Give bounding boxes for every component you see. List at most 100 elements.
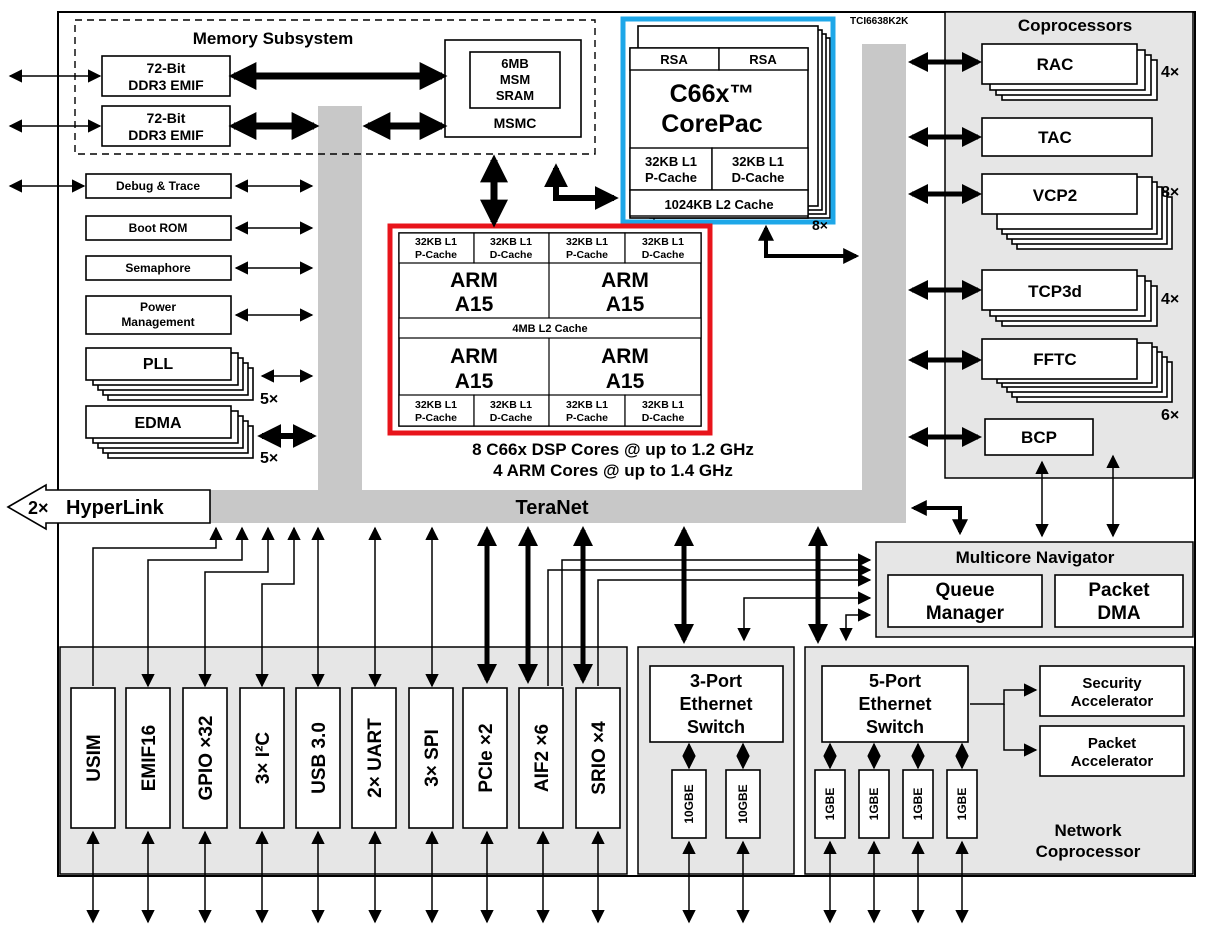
multicore-navigator: Multicore Navigator Queue Manager Packet…: [887, 548, 1184, 628]
eth3-port-2: [725, 769, 761, 839]
cores-line-1: 8 C66x DSP Cores @ up to 1.2 GHz: [472, 440, 754, 459]
io-box-usb: [295, 687, 341, 829]
eth5-switch: [821, 665, 969, 743]
svg-text:FFTC: FFTC: [1033, 350, 1076, 369]
svg-text:A15: A15: [606, 293, 645, 316]
svg-text:72-Bit: 72-Bit: [147, 60, 186, 76]
svg-text:D-Cache: D-Cache: [490, 412, 533, 424]
svg-text:D-Cache: D-Cache: [642, 249, 685, 261]
svg-text:Manager: Manager: [926, 603, 1005, 624]
svg-text:DDR3 EMIF: DDR3 EMIF: [128, 127, 204, 143]
svg-text:VCP2: VCP2: [1033, 186, 1077, 205]
svg-text:Ethernet: Ethernet: [858, 694, 931, 714]
svg-text:RSA: RSA: [660, 52, 688, 67]
left-peripherals: Debug & Trace Boot ROM Semaphore Power M…: [85, 173, 232, 335]
queue-manager: [887, 574, 1043, 628]
io-label-usb: USB 3.0: [309, 722, 330, 794]
svg-text:TCP3d: TCP3d: [1028, 282, 1082, 301]
vcp2-multiplier: 8×: [1161, 184, 1179, 201]
corepac-highlight: [620, 16, 836, 225]
corepac-multiplier: 8×: [812, 217, 828, 233]
svg-text:C66x™: C66x™: [670, 80, 755, 108]
msm-sram: [469, 51, 561, 109]
svg-text:Accelerator: Accelerator: [1071, 753, 1154, 770]
io-box-emif16: [125, 687, 171, 829]
svg-text:Queue: Queue: [935, 580, 994, 601]
svg-text:5-Port: 5-Port: [869, 671, 921, 691]
svg-text:A15: A15: [455, 293, 494, 316]
power-management: [85, 295, 232, 335]
svg-text:32KB L1: 32KB L1: [642, 236, 684, 248]
teranet-bus: TeraNet: [210, 44, 906, 523]
io-box-pcie: [462, 687, 508, 829]
svg-text:TAC: TAC: [1038, 128, 1072, 147]
svg-text:72-Bit: 72-Bit: [147, 110, 186, 126]
svg-text:ARM: ARM: [601, 269, 649, 292]
svg-text:MSMC: MSMC: [494, 115, 537, 131]
svg-text:CorePac: CorePac: [661, 110, 763, 138]
gbe-port-4: [946, 769, 978, 839]
svg-text:6MB: 6MB: [501, 56, 528, 71]
vcp2-stack: VCP2: [981, 173, 1173, 250]
svg-text:Ethernet: Ethernet: [679, 694, 752, 714]
hyperlink-multiplier: 2×: [28, 498, 49, 518]
svg-text:1GBE: 1GBE: [867, 788, 881, 821]
connection-arrows: [8, 52, 1120, 924]
io-label-gpio: GPIO ×32: [196, 715, 217, 800]
svg-text:32KB L1: 32KB L1: [490, 399, 532, 411]
security-accelerator: [1039, 665, 1185, 717]
svg-text:ARM: ARM: [450, 345, 498, 368]
teranet-label: TeraNet: [516, 497, 589, 519]
packet-accelerator: [1039, 725, 1185, 777]
svg-text:Switch: Switch: [687, 717, 745, 737]
coprocessors-title: Coprocessors: [1018, 16, 1132, 35]
svg-text:3-Port: 3-Port: [690, 671, 742, 691]
svg-text:Power: Power: [140, 300, 176, 314]
svg-text:1GBE: 1GBE: [823, 788, 837, 821]
memory-subsystem: Memory Subsystem 72-Bit DDR3 EMIF 72-Bit…: [74, 19, 596, 155]
svg-text:Packet: Packet: [1088, 580, 1150, 601]
svg-text:ARM: ARM: [450, 269, 498, 292]
arm-highlight: [387, 223, 713, 436]
svg-text:32KB L1: 32KB L1: [732, 154, 784, 169]
gbe-port-3: [902, 769, 934, 839]
svg-text:Switch: Switch: [866, 717, 924, 737]
svg-text:SRAM: SRAM: [496, 88, 534, 103]
svg-text:Debug & Trace: Debug & Trace: [116, 179, 200, 193]
svg-text:Security: Security: [1082, 675, 1142, 692]
hyperlink-label: HyperLink: [66, 497, 165, 519]
svg-text:DMA: DMA: [1097, 603, 1141, 624]
svg-text:4MB L2 Cache: 4MB L2 Cache: [512, 323, 587, 335]
io-box-aif2: [518, 687, 564, 829]
svg-text:A15: A15: [606, 370, 645, 393]
network-coprocessor: 5-Port Ethernet Switch 1GBE 1GBE 1GBE 1G…: [814, 665, 1185, 861]
svg-text:10GBE: 10GBE: [682, 784, 696, 823]
fftc-multiplier: 6×: [1161, 407, 1179, 424]
io-label-i2c: 3× I²C: [253, 732, 274, 785]
pll-multiplier: 5×: [260, 391, 278, 408]
io-box-spi: [408, 687, 454, 829]
svg-text:D-Cache: D-Cache: [490, 249, 533, 261]
svg-text:32KB L1: 32KB L1: [566, 399, 608, 411]
svg-text:32KB L1: 32KB L1: [490, 236, 532, 248]
io-label-usim: USIM: [84, 734, 105, 782]
io-label-pcie: PCIe ×2: [476, 723, 497, 792]
rac-stack: RAC: [981, 43, 1158, 101]
c66x-corepac: RSA RSA C66x™ CorePac 32KB L1 P-Cache 32…: [620, 16, 836, 225]
eth3-port-1: [671, 769, 707, 839]
svg-text:Accelerator: Accelerator: [1071, 693, 1154, 710]
io-box-srio: [575, 687, 621, 829]
svg-text:P-Cache: P-Cache: [566, 412, 608, 424]
svg-text:Semaphore: Semaphore: [125, 261, 191, 275]
io-label-srio: SRIO ×4: [589, 721, 610, 795]
eth3-switch: 3-Port Ethernet Switch 10GBE 10GBE: [649, 665, 784, 839]
svg-text:1GBE: 1GBE: [955, 788, 969, 821]
rac-multiplier: 4×: [1161, 64, 1179, 81]
ddr3-emif-2: [101, 105, 231, 147]
tac-block: [981, 117, 1153, 157]
navigator-title: Multicore Navigator: [956, 548, 1115, 567]
io-label-aif2: AIF2 ×6: [532, 724, 553, 792]
boot-rom: [85, 215, 232, 241]
memory-subsystem-title: Memory Subsystem: [193, 29, 354, 48]
